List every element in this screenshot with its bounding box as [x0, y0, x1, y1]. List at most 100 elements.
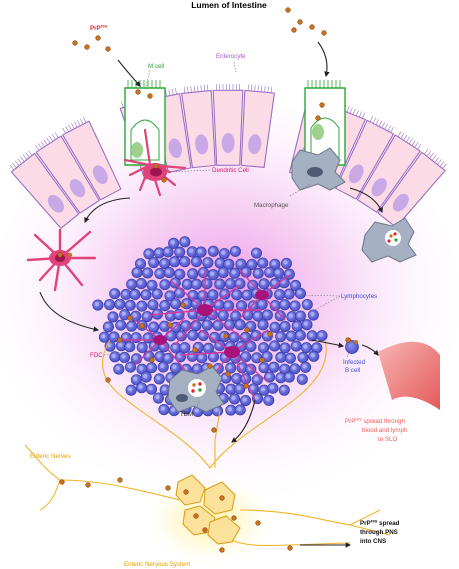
lymphocyte-highlight: [156, 270, 162, 275]
lymphocyte-highlight: [205, 345, 210, 350]
lymphocyte-highlight: [101, 333, 106, 339]
lymphocyte-highlight: [232, 312, 237, 318]
lymphocyte-highlight: [255, 270, 260, 275]
lymphocyte-highlight: [221, 250, 226, 255]
lymphocyte-highlight: [259, 321, 265, 326]
prion-particle: [192, 347, 198, 353]
lymphocyte-highlight: [127, 363, 132, 369]
lymphocyte-highlight: [172, 300, 177, 306]
lymphocyte-highlight: [181, 258, 186, 263]
lymphocyte-highlight: [210, 248, 215, 253]
pns-spread-label-line2: through PNS: [360, 529, 398, 536]
lymphocyte-highlight: [260, 364, 266, 369]
lymphocyte-highlight: [222, 374, 228, 380]
enteric-glial-neurons: [175, 474, 241, 545]
prion-particle: [211, 427, 217, 433]
lymphocyte-highlight: [189, 292, 195, 297]
lymphocyte-highlight: [193, 280, 198, 286]
lymphocyte-highlight: [161, 323, 166, 328]
arrows: [39, 41, 383, 548]
lymphocyte-highlight: [144, 269, 149, 275]
lymphocyte-highlight: [253, 354, 258, 360]
prion-particles: [57, 7, 351, 553]
lymphocyte-highlight: [138, 384, 143, 389]
lymphocyte-highlight: [189, 270, 194, 275]
arrow-macrophage-moves: [349, 187, 383, 214]
lymphocyte-highlight: [236, 280, 242, 285]
prion-particle: [223, 333, 229, 339]
lymphocyte-highlight: [242, 397, 247, 402]
lymphocyte-highlight: [115, 365, 121, 371]
lymphocyte-highlight: [254, 312, 260, 318]
lymphocyte-highlight: [138, 302, 144, 308]
infected-b-cell-label-line2: B cell: [345, 367, 360, 374]
lymphocyte-highlight: [194, 408, 200, 413]
prion-particle: [291, 27, 297, 33]
enterocyte: [356, 131, 422, 213]
lymphocyte-highlight: [139, 344, 144, 349]
lymphocyte-highlight: [194, 365, 199, 371]
lymphocyte-highlight: [189, 248, 194, 254]
lymphocyte-highlight: [143, 313, 149, 318]
prion-particle: [84, 44, 90, 50]
lymphocyte-highlight: [148, 282, 154, 287]
prion-particle: [105, 46, 111, 52]
lymphocyte-highlight: [292, 342, 298, 348]
lymphocyte-highlight: [121, 354, 126, 359]
enterocyte: [62, 117, 122, 201]
m-cell-label: M cell: [148, 63, 164, 70]
lymphocyte-highlight: [287, 354, 292, 360]
lymphocyte-highlight: [303, 344, 308, 349]
lymphocyte-highlight: [264, 311, 269, 317]
lymphocyte-highlight: [286, 270, 291, 276]
lymphocyte-highlight: [204, 321, 209, 327]
lymphocyte-highlight: [263, 353, 269, 358]
lymphocyte-highlight: [302, 364, 307, 369]
prion-particle: [167, 322, 173, 328]
lymphocyte-highlight: [198, 354, 204, 360]
lymphocyte-highlight: [231, 333, 236, 339]
m-cell-right: [304, 80, 346, 166]
arrow-tbm-to-nerves: [231, 399, 256, 443]
lymphocyte-highlight: [227, 364, 232, 370]
arrow-dc-to-follicle: [39, 291, 100, 332]
pns-spread-label-line3: into CNS: [360, 538, 386, 545]
lymphocyte-highlight: [250, 385, 255, 391]
lymphocyte-highlight: [122, 291, 128, 296]
prion-particle: [259, 357, 265, 363]
prion-particle: [202, 527, 208, 533]
lymphocyte-highlight: [204, 259, 210, 264]
lymphocyte-highlight: [121, 311, 126, 316]
lymphocyte-highlight: [133, 269, 139, 274]
macrophage-with-prions: [361, 217, 417, 263]
lymphocyte-highlight: [143, 373, 148, 379]
lymphocyte-highlight: [281, 365, 286, 371]
lymphocyte-highlight: [144, 334, 150, 340]
lymphocyte-highlight: [110, 333, 116, 339]
prion-particle: [161, 177, 167, 183]
lymphocyte-highlight: [242, 268, 248, 274]
lymphocyte-highlight: [170, 240, 175, 245]
lymphocyte-highlight: [148, 386, 153, 391]
lymphocyte-highlight: [118, 342, 123, 347]
lymphocyte-highlight: [162, 386, 167, 392]
lymphocyte-highlight: [272, 302, 277, 307]
lymphocyte-highlight: [176, 271, 181, 276]
lymphocyte-highlight: [197, 248, 203, 254]
lymphocyte-highlight: [150, 259, 155, 264]
enterocyte: [181, 84, 216, 169]
migrating-dendritic-cell: [26, 228, 97, 292]
infected-b-cell-label-line1: Infected: [343, 359, 366, 366]
lymphocyte-highlight: [166, 292, 172, 298]
lymphocyte-highlight: [231, 270, 236, 275]
prion-particle: [219, 547, 225, 553]
enteric-nerves-label: Enteric Nerves: [30, 453, 71, 460]
lymphocyte-highlight: [237, 406, 242, 412]
lymphocyte-highlight: [200, 332, 205, 337]
tingible-body-macrophage: [167, 365, 225, 413]
lymphocyte-highlight: [142, 291, 148, 297]
lymphocyte-highlight: [172, 344, 177, 350]
lymphocyte-highlight: [176, 248, 181, 254]
blood-spread-label-line1: PrPres spread through: [345, 417, 405, 426]
lymphocyte-highlight: [199, 292, 204, 297]
